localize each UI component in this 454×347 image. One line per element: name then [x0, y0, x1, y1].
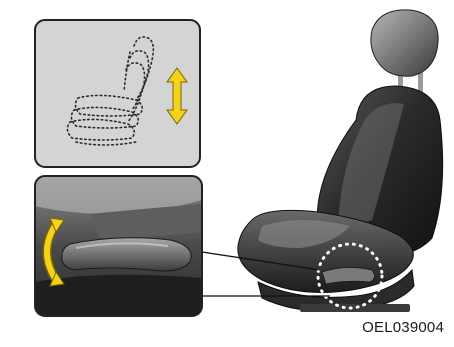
figure-code: OEL039004 [362, 319, 444, 336]
car-seat-illustration [238, 10, 443, 312]
lever-closeup-panel [35, 176, 202, 316]
height-diagram-panel [35, 20, 200, 167]
